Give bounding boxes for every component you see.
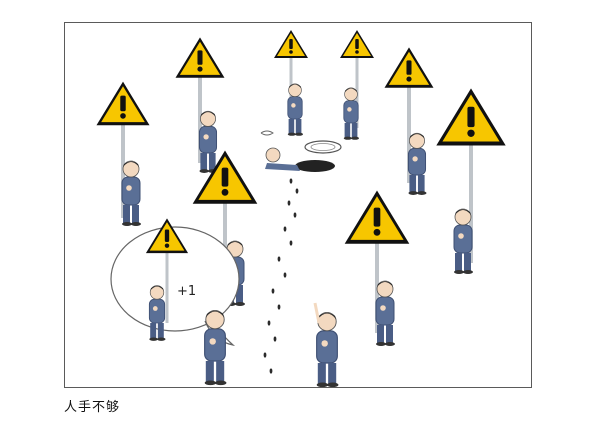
warning-sign-icon xyxy=(96,81,150,227)
warning-sign-icon xyxy=(340,30,374,141)
warning-sign-icon xyxy=(436,88,506,275)
man-pointing-icon xyxy=(313,302,340,387)
cartoon-illustration: +1 xyxy=(96,30,506,387)
warning-sign-icon xyxy=(175,37,225,174)
bubble-text: +1 xyxy=(177,284,196,299)
cartoon-frame: +1 xyxy=(64,22,532,388)
warning-sign-icon xyxy=(384,47,434,196)
footprints-icon xyxy=(263,178,299,374)
manhole-icon xyxy=(295,140,342,172)
man-thinking-icon xyxy=(204,309,228,386)
fallen-worker-icon xyxy=(260,130,300,171)
caption: 人手不够 xyxy=(64,400,121,415)
warning-sign-icon xyxy=(344,190,410,347)
warning-sign-icon xyxy=(274,30,308,137)
